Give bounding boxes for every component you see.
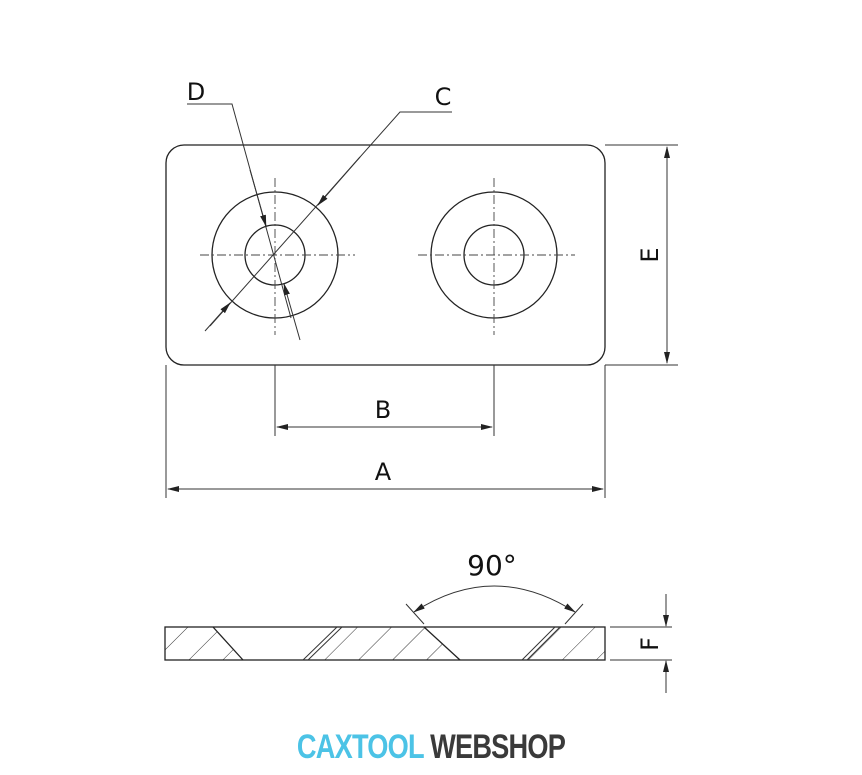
- label-A: A: [375, 458, 392, 486]
- label-E: E: [636, 247, 664, 262]
- dimension-D: D: [187, 78, 301, 341]
- dimension-A: A: [165, 365, 606, 498]
- logo-part-webshop: WEBSHOP: [430, 728, 566, 766]
- dimension-angle: 90°: [405, 549, 584, 625]
- dimension-B: B: [274, 365, 495, 436]
- label-D: D: [187, 78, 205, 106]
- label-F: F: [636, 637, 664, 651]
- dimension-C: C: [204, 83, 452, 332]
- label-B: B: [375, 396, 391, 424]
- label-angle: 90°: [467, 549, 517, 582]
- dimension-E: E: [605, 144, 678, 366]
- label-C: C: [435, 83, 452, 111]
- caxtool-logo: CAXTOOL WEBSHOP: [86, 728, 776, 767]
- dimension-F: F: [610, 594, 672, 693]
- plate-section-view: [164, 626, 606, 661]
- plate-top-view: [165, 144, 606, 366]
- logo-part-caxtool: CAXTOOL: [296, 728, 424, 766]
